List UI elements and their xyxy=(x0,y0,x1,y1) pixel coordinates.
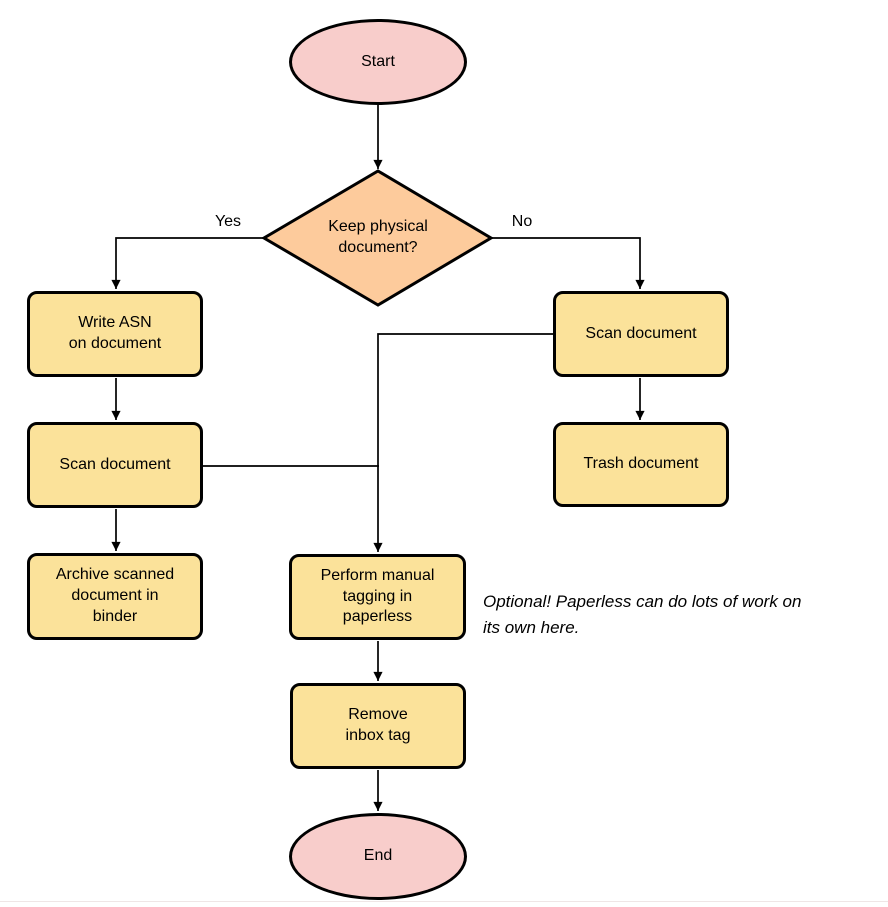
node-scan-document-left: Scan document xyxy=(27,422,203,508)
node-archive-binder: Archive scanned document in binder xyxy=(27,553,203,640)
bottom-divider xyxy=(0,901,888,902)
node-decision: Keep physical document? xyxy=(288,210,468,266)
node-archive-label: Archive scanned document in binder xyxy=(55,566,175,625)
node-write-asn-label: Write ASN on document xyxy=(68,314,162,352)
node-write-asn: Write ASN on document xyxy=(27,291,203,377)
node-remove-inbox-tag: Remove inbox tag xyxy=(290,683,466,769)
node-end-label: End xyxy=(363,847,393,865)
optional-annotation: Optional! Paperless can do lots of work … xyxy=(483,592,802,637)
node-start-label: Start xyxy=(361,52,395,70)
edge-label-no: No xyxy=(498,211,546,233)
node-decision-label: Keep physical document? xyxy=(328,218,428,256)
node-remove-inbox-label: Remove inbox tag xyxy=(345,706,411,744)
node-tagging-label: Perform manual tagging in paperless xyxy=(320,566,435,626)
node-trash-label: Trash document xyxy=(583,455,699,473)
node-manual-tagging: Perform manual tagging in paperless xyxy=(289,554,466,640)
node-trash-document: Trash document xyxy=(553,422,729,507)
node-start: Start xyxy=(289,19,467,105)
no-label-text: No xyxy=(511,213,533,230)
edge-decision-yes xyxy=(111,237,265,289)
edge-scan-right-tagging xyxy=(373,333,553,552)
edge-label-yes: Yes xyxy=(198,211,258,233)
node-scan-left-label: Scan document xyxy=(59,455,171,473)
decision-diamond-shape xyxy=(261,169,494,307)
edge-decision-no xyxy=(490,237,645,289)
node-scan-right-label: Scan document xyxy=(585,324,697,342)
node-scan-document-right: Scan document xyxy=(553,291,729,377)
yes-label-text: Yes xyxy=(214,213,242,230)
node-end: End xyxy=(289,813,467,900)
